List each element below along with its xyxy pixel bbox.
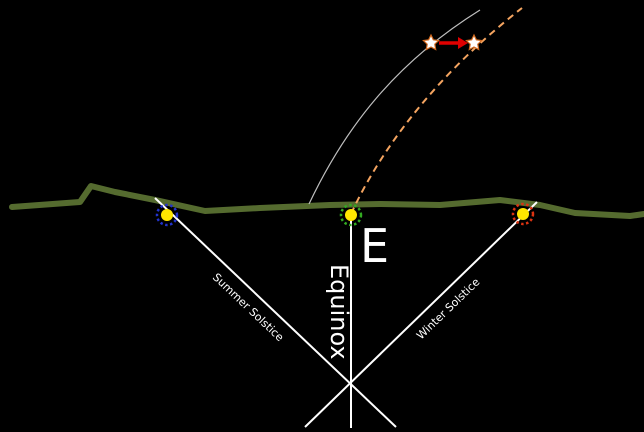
east-label: E [360, 219, 389, 273]
summer-solstice-label: Summer Solstice [210, 271, 286, 345]
winter-solstice-label: Winter Solstice [414, 275, 483, 342]
equinox-sun-path-solid [309, 10, 480, 204]
equinox-sun-path-dashed [351, 8, 522, 214]
equinox-label: Equinox [325, 264, 353, 360]
horizon-line [12, 186, 644, 216]
arrow-right-icon [439, 37, 468, 49]
star-icon [466, 35, 481, 50]
star-icon [423, 35, 438, 50]
